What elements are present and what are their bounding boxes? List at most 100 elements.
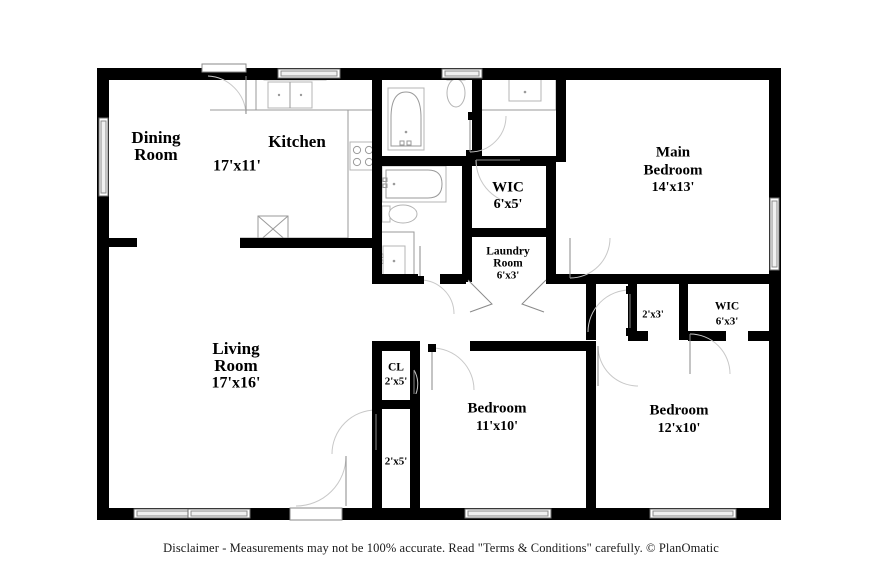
exterior-wall-right (769, 68, 781, 520)
wall-closet-cl-top (372, 341, 420, 351)
hall-bathroom-fixtures (378, 165, 447, 282)
tub-fitting-2 (406, 140, 412, 146)
door-closet-lower (331, 406, 380, 458)
kitchen-dimension: 17'x11' (213, 158, 261, 175)
tub-hall-fitting-2 (382, 183, 388, 188)
window-kitchen (277, 68, 341, 79)
wall-bath-hall-upper (472, 80, 482, 160)
doors (201, 63, 731, 521)
wall-bedroom2-top (470, 341, 596, 351)
living-room-label-line2: Room (214, 356, 257, 375)
vanity-hall-drain (392, 259, 396, 263)
sink-drain-left (277, 93, 281, 97)
vanity-hall-counter (382, 231, 415, 282)
wall-bath-divider (382, 156, 472, 166)
dining-room-label-line1: Dining (131, 128, 181, 147)
wall-hall-top-mid-right (546, 274, 570, 284)
wall-closet-left (372, 341, 382, 451)
exterior-wall-bottom (97, 508, 781, 520)
wall-kitchen-bath-upper (372, 80, 382, 160)
door-laundry-bifold-left (467, 279, 493, 313)
wall-wic-right (546, 156, 556, 282)
living-room-dimension: 17'x16' (212, 375, 261, 392)
bathtub-main (387, 87, 425, 151)
windows (98, 68, 780, 519)
window-living-2 (187, 508, 251, 519)
door-main-bath (466, 112, 507, 158)
room-labels: Dining Room Kitchen 17'x11' Living Room … (131, 128, 739, 468)
wall-wic-right-bottom-right (748, 331, 781, 341)
wall-wic-left (462, 156, 472, 282)
wic-right-label: WIC (715, 301, 739, 313)
wall-closet-small-bottom (628, 331, 648, 341)
wall-closet-small-left (628, 284, 637, 340)
wall-wic-laundry-divider (462, 228, 556, 237)
door-wic-right (689, 333, 731, 375)
door-front-entry (289, 455, 347, 521)
window-main-bedroom (769, 197, 780, 271)
bathtub-main-inner (390, 91, 422, 147)
wall-kitchen-living (240, 238, 382, 248)
burner-1 (352, 145, 362, 155)
window-living-1 (133, 508, 197, 519)
wall-hall-bedroom3 (586, 284, 596, 340)
vanity-main-drain (523, 90, 527, 94)
door-main-bedroom (569, 237, 611, 279)
bedroom2-label: Bedroom (468, 400, 527, 416)
window-bedroom3 (649, 508, 737, 519)
living-room-label-line1: Living (212, 339, 260, 358)
tub-hall-fitting-1 (382, 177, 388, 182)
wic-main-label: WIC (492, 179, 524, 195)
kitchen-range (349, 141, 377, 171)
bathtub-hall-inner (385, 169, 443, 199)
closet-cl-label: CL (388, 362, 404, 374)
exterior-wall-top (97, 68, 781, 80)
bedroom2-dimension: 11'x10' (476, 419, 518, 434)
door-closet-cl (410, 369, 419, 402)
main-bedroom-dimension: 14'x13' (652, 180, 695, 195)
bedroom3-label: Bedroom (650, 402, 709, 418)
bedroom3-dimension: 12'x10' (658, 421, 701, 436)
wic-main-dimension: 6'x5' (494, 197, 523, 212)
door-bedroom3 (597, 345, 639, 387)
toilet-main-bowl (446, 78, 466, 108)
wall-closet-lower-left (372, 442, 382, 520)
wall-stub-left (109, 238, 137, 247)
sink-drain-right (299, 93, 303, 97)
wall-closet-small-right (679, 284, 688, 340)
closet-hall-dimension: 2'x5' (385, 456, 408, 468)
wall-wic-top (472, 156, 554, 166)
wall-hall-top-mid-left (440, 274, 466, 284)
bathtub-hall-drain (392, 182, 396, 186)
door-bedroom2 (428, 344, 475, 391)
burner-3 (352, 157, 362, 167)
main-bedroom-label-line1: Main (656, 144, 691, 160)
wall-hall-top-left (372, 274, 418, 284)
closet-cl-dimension: 2'x5' (385, 376, 408, 388)
closet-small-dimension: 2'x3' (642, 309, 664, 320)
toilet-hall-bowl (388, 204, 418, 224)
tub-fitting-1 (399, 140, 405, 146)
door-closet-small (587, 286, 634, 336)
door-hall-bath (416, 246, 455, 315)
laundry-label-line1: Laundry (486, 246, 530, 258)
dining-room-label-line2: Room (134, 145, 177, 164)
bathtub-main-drain (404, 130, 408, 134)
wall-closet-cl-divider (372, 400, 420, 409)
wall-wic-right-bottom-left (688, 331, 726, 341)
interior-walls (109, 80, 781, 520)
window-main-bath (441, 68, 483, 79)
wall-bedroom2-bedroom3 (586, 341, 596, 520)
window-dining-left (98, 117, 109, 197)
disclaimer-text: Disclaimer - Measurements may not be 100… (163, 541, 719, 555)
laundry-dimension: 6'x3' (497, 270, 520, 282)
window-bedroom2 (464, 508, 552, 519)
pantry-x2 (257, 215, 289, 243)
kitchen-label: Kitchen (268, 132, 326, 151)
wall-closet-right (410, 341, 420, 520)
laundry-label-line2: Room (493, 258, 523, 270)
wall-kitchen-bath-lower (372, 160, 382, 282)
wall-mainbath-bedroom (556, 80, 566, 162)
